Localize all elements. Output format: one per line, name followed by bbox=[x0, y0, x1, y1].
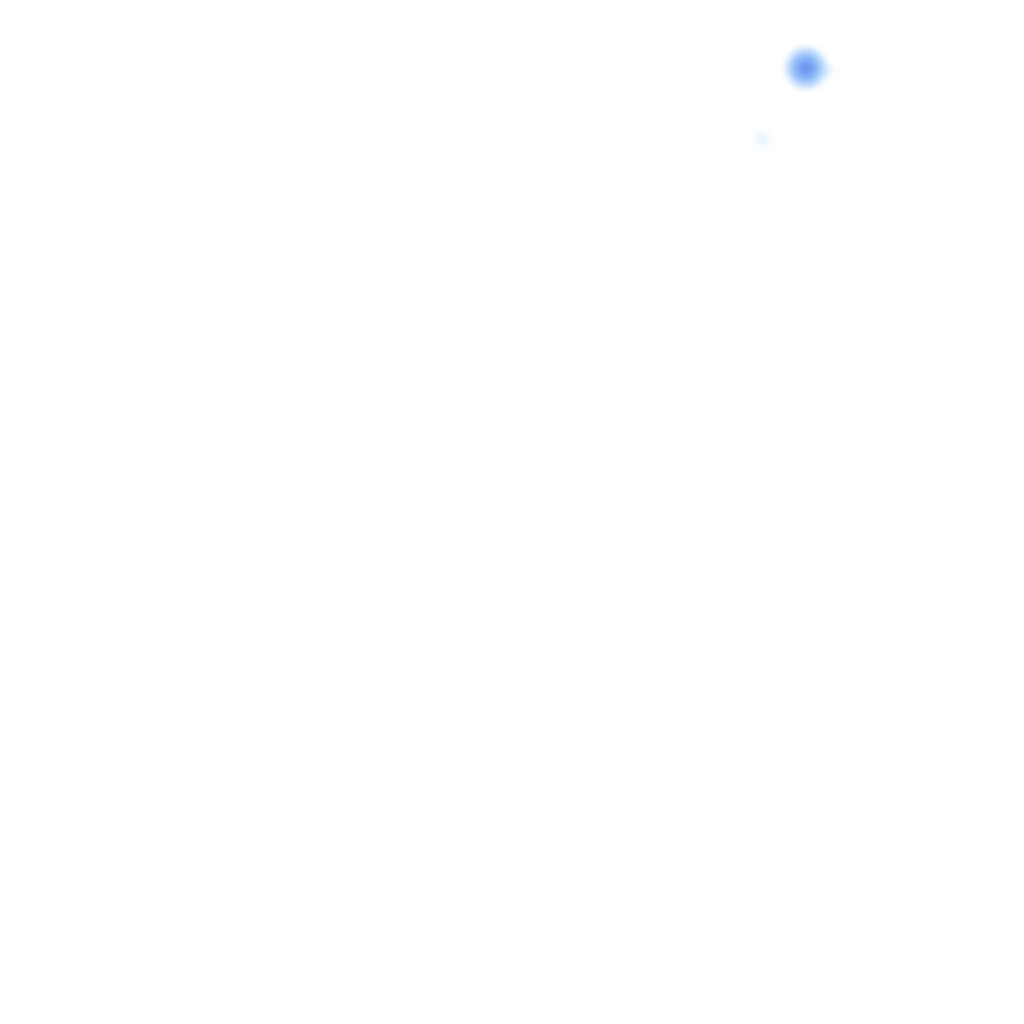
blue-dot bbox=[784, 46, 828, 90]
faint-blue-smudge bbox=[752, 129, 772, 149]
blue-dot-tail bbox=[813, 63, 835, 79]
